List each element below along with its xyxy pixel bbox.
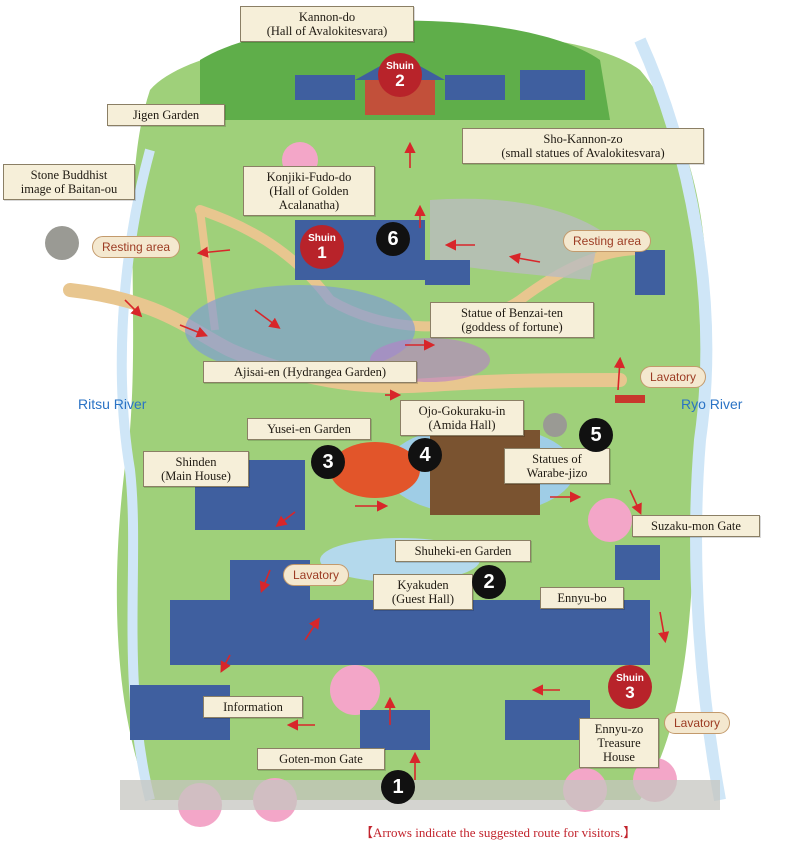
label-stone-buddhist-image[interactable]: Stone Buddhist image of Baitan-ou xyxy=(3,164,135,200)
route-arrow xyxy=(658,611,670,644)
buildings xyxy=(130,55,665,750)
torii-gate xyxy=(615,395,645,403)
label-kyakuden[interactable]: Kyakuden (Guest Hall) xyxy=(373,574,473,610)
pill-lavatory-left[interactable]: Lavatory xyxy=(283,564,350,586)
label-shuheki-en-garden[interactable]: Shuheki-en Garden xyxy=(395,540,531,562)
stop-5[interactable]: 5 xyxy=(579,418,613,452)
route-arrow xyxy=(179,324,208,338)
route-arrow xyxy=(259,569,271,593)
label-goten-mon-gate[interactable]: Goten-mon Gate xyxy=(257,748,385,770)
shuin-2-word: Shuin xyxy=(386,60,414,72)
shuin-2-number: 2 xyxy=(395,70,405,90)
ryo-river-label: Ryo River xyxy=(681,396,743,412)
cherry-tree xyxy=(330,665,380,715)
label-information[interactable]: Information xyxy=(203,696,303,718)
shuin-3-word: Shuin xyxy=(616,672,644,684)
stop-3[interactable]: 3 xyxy=(311,445,345,479)
small-building xyxy=(425,260,470,285)
shuin-1-number: 1 xyxy=(317,242,327,262)
route-arrow xyxy=(254,309,281,329)
maple-tree xyxy=(330,442,420,498)
shuin-2[interactable]: Shuin 2 xyxy=(378,53,422,97)
label-suzaku-mon-gate[interactable]: Suzaku-mon Gate xyxy=(632,515,760,537)
ritsu-river-label: Ritsu River xyxy=(78,396,147,412)
route-arrows xyxy=(124,141,670,780)
hydrangea-bed xyxy=(185,285,415,375)
route-arrow xyxy=(275,511,296,527)
route-arrow xyxy=(629,489,642,515)
label-benzai-ten[interactable]: Statue of Benzai-ten (goddess of fortune… xyxy=(430,302,594,338)
cherry-tree xyxy=(588,498,632,542)
route-arrow xyxy=(613,356,626,391)
shuin-1-word: Shuin xyxy=(308,232,336,244)
stone-slope xyxy=(430,198,600,280)
upper-building xyxy=(445,75,505,100)
route-arrow xyxy=(196,246,231,258)
pill-resting-area-left[interactable]: Resting area xyxy=(92,236,181,258)
shuin-3[interactable]: Shuin 3 xyxy=(608,665,652,709)
ennyu-zo-building xyxy=(505,700,590,740)
shuin-1[interactable]: Shuin 1 xyxy=(300,225,344,269)
route-arrow xyxy=(124,299,143,318)
upper-building xyxy=(520,70,585,100)
suzaku-mon-gate xyxy=(615,545,660,580)
stop-6[interactable]: 6 xyxy=(376,222,410,256)
east-building xyxy=(635,250,665,295)
label-kannon-do[interactable]: Kannon-do (Hall of Avalokitesvara) xyxy=(240,6,414,42)
pill-lavatory-bottom[interactable]: Lavatory xyxy=(664,712,731,734)
route-arrow xyxy=(220,654,231,673)
label-yusei-en-garden[interactable]: Yusei-en Garden xyxy=(247,418,371,440)
route-arrow xyxy=(508,252,541,264)
shuin-3-number: 3 xyxy=(625,682,635,702)
label-ennyu-zo-treasure-house[interactable]: Ennyu-zo Treasure House xyxy=(579,718,659,768)
goten-mon-gate xyxy=(360,710,430,750)
label-konjiki-fudo-do[interactable]: Konjiki-Fudo-do (Hall of Golden Acalanat… xyxy=(243,166,375,216)
pill-resting-area-right[interactable]: Resting area xyxy=(563,230,652,252)
label-ennyu-bo[interactable]: Ennyu-bo xyxy=(540,587,624,609)
upper-building xyxy=(295,75,355,100)
label-jigen-garden[interactable]: Jigen Garden xyxy=(107,104,225,126)
stop-1[interactable]: 1 xyxy=(381,770,415,804)
label-ojo-gokuraku-in[interactable]: Ojo-Gokuraku-in (Amida Hall) xyxy=(400,400,524,436)
stop-4[interactable]: 4 xyxy=(408,438,442,472)
warabe-jizo-statue xyxy=(543,413,567,437)
route-arrow xyxy=(304,617,320,641)
stop-2[interactable]: 2 xyxy=(472,565,506,599)
label-sho-kannon-zo[interactable]: Sho-Kannon-zo (small statues of Avalokit… xyxy=(462,128,704,164)
label-shinden[interactable]: Shinden (Main House) xyxy=(143,451,249,487)
pill-lavatory-right[interactable]: Lavatory xyxy=(640,366,707,388)
label-warabe-jizo[interactable]: Statues of Warabe-jizo xyxy=(504,448,610,484)
stone-wall xyxy=(120,780,720,810)
kyakuden-building xyxy=(170,600,650,665)
baitan-ou-statue xyxy=(45,226,79,260)
route-footnote: 【Arrows indicate the suggested route for… xyxy=(360,825,637,840)
label-ajisai-en[interactable]: Ajisai-en (Hydrangea Garden) xyxy=(203,361,417,383)
